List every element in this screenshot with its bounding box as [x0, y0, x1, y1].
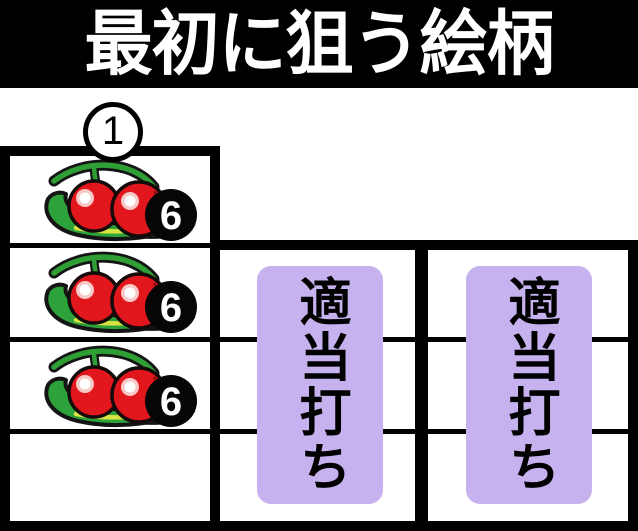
cherry-icon: 6	[38, 157, 206, 243]
row-divider	[10, 429, 210, 434]
bottom-border-band	[0, 521, 638, 531]
cherry-badge-number: 6	[160, 380, 182, 424]
number-badge-circle	[145, 281, 197, 333]
cherry-badge-number: 6	[160, 194, 182, 238]
number-badge-circle	[145, 375, 197, 427]
right-instruction-text: 適当打ち	[500, 275, 558, 495]
cherry-icon: 6	[38, 249, 206, 335]
row-divider	[10, 337, 210, 342]
middle-instruction-text: 適当打ち	[291, 275, 349, 495]
reel1-marker: 1	[83, 102, 143, 162]
page-title: 最初に狙う絵柄	[84, 4, 554, 84]
header-bar: 最初に狙う絵柄	[0, 0, 638, 88]
number-badge-circle	[145, 189, 197, 241]
middle-instruction-badge: 適当打ち	[257, 266, 383, 504]
cherry-icon: 6	[38, 343, 206, 429]
row-divider	[10, 243, 210, 248]
left-reel-cell-3: 6	[10, 342, 210, 429]
left-reel-cell-2: 6	[10, 248, 210, 337]
reel1-marker-number: 1	[101, 109, 125, 153]
left-reel-column: 6 6 6	[0, 146, 220, 521]
right-instruction-badge: 適当打ち	[466, 266, 592, 504]
left-reel-cell-4-empty	[10, 434, 210, 521]
left-reel-cell-1: 6	[10, 156, 210, 243]
cherry-badge-number: 6	[160, 286, 182, 330]
